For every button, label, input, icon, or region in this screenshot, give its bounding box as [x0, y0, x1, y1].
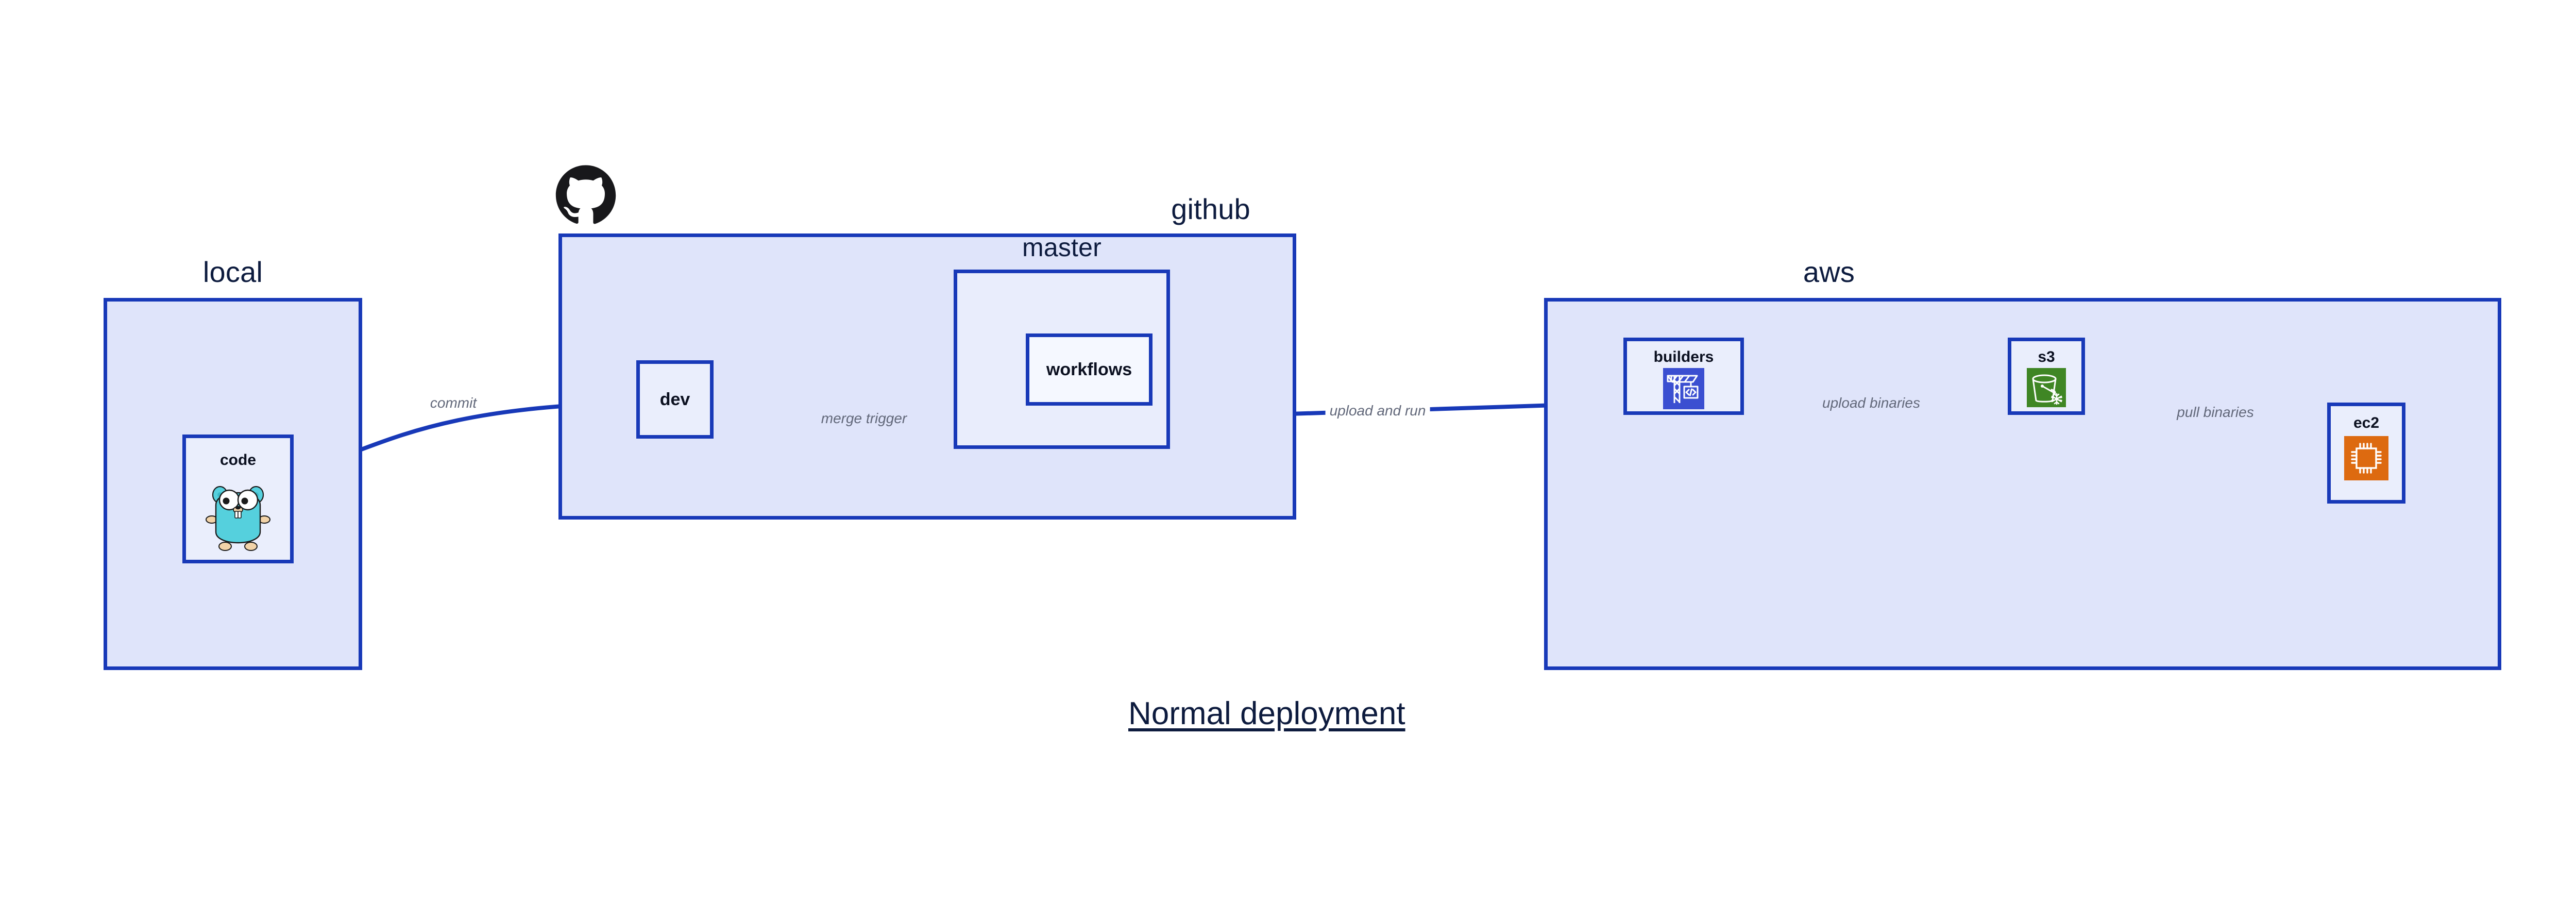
subgroup-title-master: master [1022, 233, 1101, 262]
node-dev[interactable]: dev [636, 360, 714, 439]
node-ec2[interactable]: ec2 [2327, 403, 2405, 504]
node-builders-label: builders [1653, 348, 1714, 365]
edge-label-merge-trigger: merge trigger [817, 410, 911, 427]
edge-label-upload-and-run: upload and run [1325, 403, 1430, 419]
subgroup-master: workflows [954, 270, 1170, 449]
group-title-github: github [1171, 193, 1250, 225]
aws-ec2-chip-icon [2344, 436, 2388, 480]
aws-s3-bucket-icon [2027, 368, 2066, 407]
node-code-label: code [219, 452, 257, 469]
node-code[interactable]: code [182, 435, 294, 563]
diagram-title: Normal deployment [1128, 696, 1405, 731]
node-dev-label: dev [659, 390, 690, 409]
edge-label-upload-binaries: upload binaries [1818, 395, 1924, 411]
group-title-local: local [202, 256, 263, 288]
group-title-aws: aws [1803, 256, 1855, 288]
aws-builders-crane-icon [1663, 368, 1704, 409]
group-github: master workflows dev [558, 233, 1296, 520]
edge-label-pull-binaries: pull binaries [2173, 404, 2258, 421]
group-local: code [104, 298, 362, 670]
github-octocat-icon [554, 164, 617, 227]
node-s3-label: s3 [2038, 348, 2055, 365]
node-workflows-label: workflows [1046, 360, 1132, 379]
group-aws: builders [1544, 298, 2501, 670]
edge-label-commit: commit [426, 395, 481, 411]
node-s3[interactable]: s3 [2008, 338, 2085, 415]
node-builders[interactable]: builders [1623, 338, 1744, 415]
node-ec2-label: ec2 [2353, 414, 2380, 431]
node-workflows[interactable]: workflows [1026, 333, 1153, 406]
go-gopher-icon [205, 478, 272, 553]
